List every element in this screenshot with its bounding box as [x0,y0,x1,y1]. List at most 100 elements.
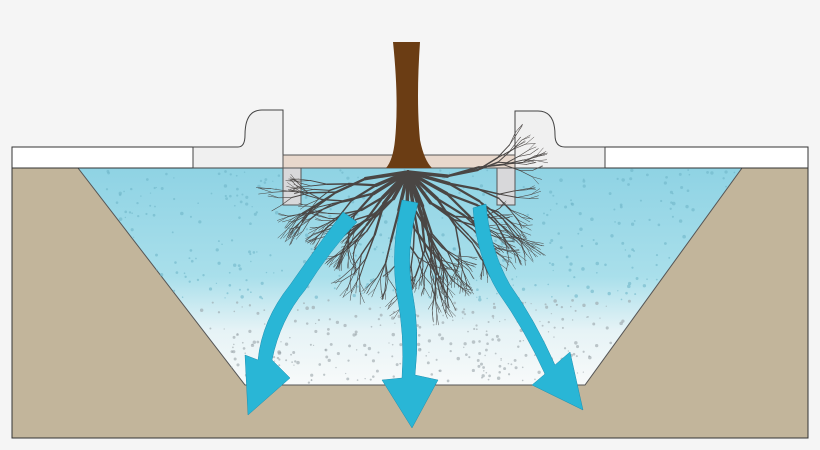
gravel-speck [471,368,475,373]
gravel-speck [496,292,498,295]
gravel-speck [485,371,488,374]
water-flow-arrow-left [244,211,358,416]
root-branch [255,187,272,189]
tree-trunk [386,42,432,168]
gravel-speck [724,170,728,174]
root-branch [435,274,441,297]
gravel-speck [567,284,570,288]
gravel-speck [553,336,555,338]
gravel-speck [500,359,502,361]
gravel-speck [346,176,350,180]
gravel-speck [449,349,452,353]
gravel-speck [236,194,239,197]
root-branch [412,227,416,251]
root-branch [521,231,527,240]
root-branch [442,267,453,270]
gravel-speck [276,356,280,360]
gravel-speck [338,274,341,277]
root-branch [349,289,352,301]
root-branch [373,202,386,236]
gravel-speck [347,195,351,198]
gravel-speck [272,180,274,182]
gravel-speck [379,324,382,327]
gravel-speck [539,320,541,323]
gravel-speck [259,295,262,299]
gravel-speck [586,285,590,289]
gravel-speck [360,261,363,263]
gravel-speck [263,181,267,184]
root-branch [267,195,279,199]
root-branch [531,176,542,180]
root-branch [536,160,549,164]
gravel-speck [198,220,202,224]
gravel-speck [128,211,132,214]
gravel-speck [680,185,684,190]
gravel-speck [621,178,625,182]
gravel-speck [233,263,237,267]
gravel-speck [226,292,229,295]
root-branch [303,218,311,223]
root-branch [508,258,516,270]
gravel-speck [511,278,514,281]
root-branch [296,215,306,227]
root-branch [350,261,358,271]
gravel-speck [486,169,489,172]
root-branch [363,285,370,294]
gravel-speck [232,335,236,339]
root-branch [436,312,439,326]
root-branch [501,217,519,236]
root-branch [294,222,303,235]
root-branch [301,206,315,224]
gravel-speck [326,332,330,336]
root-branch [465,263,476,268]
gravel-speck [605,305,607,307]
gravel-speck [549,190,553,194]
gravel-speck [250,260,252,263]
gravel-speck [479,184,484,188]
gravel-speck [671,201,676,206]
gravel-speck [273,272,275,274]
root-branch [447,307,456,317]
root-branch [429,265,434,277]
gravel-speck [573,276,576,279]
gravel-speck [544,303,547,306]
gravel-speck [617,221,621,225]
root-branch [340,237,347,243]
gravel-speck [461,310,465,314]
root-branch [379,262,387,278]
root-branch [319,203,333,212]
root-branch [337,247,345,260]
gravel-speck [487,320,490,323]
gravel-speck [390,248,392,251]
gravel-speck [492,317,495,319]
gravel-speck [476,296,478,298]
gravel-speck [364,353,368,357]
gravel-speck [291,230,296,235]
gravel-speck [535,309,537,311]
gravel-speck [232,346,234,349]
gravel-speck [130,228,134,232]
gravel-speck [631,266,634,269]
gravel-speck [485,333,489,337]
root-branch [383,270,391,278]
gravel-speck [304,195,308,199]
root-branch [435,287,438,299]
gravel-speck [284,342,289,346]
root-branch [467,234,481,248]
gravel-speck [416,342,421,347]
root-branch [455,255,467,264]
root-branch [500,216,511,219]
root-branch [511,222,524,226]
root-branch [302,189,315,192]
root-branch [451,279,463,289]
gravel-speck [124,216,127,219]
gravel-speck [427,339,432,343]
gravel-speck [616,177,619,180]
gravel-speck [370,325,373,328]
gravel-speck [255,211,258,214]
gravel-speck [277,350,281,354]
root-branch [457,278,459,288]
gravel-speck [369,378,372,381]
gravel-speck [260,281,264,285]
gravel-speck [118,191,122,195]
